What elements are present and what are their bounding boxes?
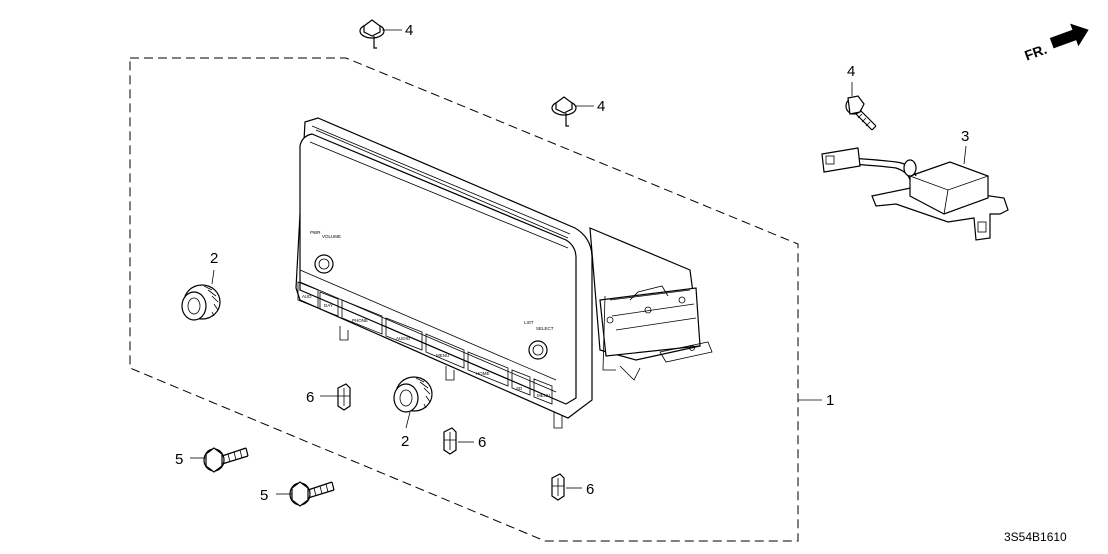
svg-text:AUDIO: AUDIO <box>396 336 411 341</box>
callout-6-clip-c: 6 <box>586 481 594 498</box>
diagram-code: 3S54B1610 <box>1004 530 1067 544</box>
flange-bolt-a[interactable] <box>203 447 249 473</box>
assembly-boundary <box>129 57 799 542</box>
flange-bolt-b[interactable] <box>289 481 335 507</box>
callout-5-bolt-b: 5 <box>260 487 268 504</box>
callout-5-bolt-a: 5 <box>175 451 183 468</box>
clip-a[interactable] <box>337 383 351 411</box>
svg-text:PHONE: PHONE <box>352 318 368 323</box>
svg-text:MENU: MENU <box>537 393 550 398</box>
screw-top[interactable] <box>359 19 385 49</box>
callout-4-bolt-right: 4 <box>847 63 855 80</box>
callout-2-knob-center: 2 <box>401 433 409 450</box>
front-arrow-icon <box>1049 23 1089 49</box>
control-module[interactable] <box>821 147 1009 241</box>
svg-text:SD: SD <box>516 386 523 391</box>
knob-left[interactable] <box>181 284 221 321</box>
clip-b[interactable] <box>443 427 457 455</box>
svg-text:PWR: PWR <box>310 230 321 235</box>
front-direction-indicator: FR. <box>1022 23 1089 64</box>
callout-1: 1 <box>826 392 834 409</box>
svg-text:VOLUME: VOLUME <box>322 234 341 239</box>
clip-c[interactable] <box>551 473 565 501</box>
callout-2-knob-left: 2 <box>210 250 218 267</box>
svg-text:SELECT: SELECT <box>536 326 554 331</box>
leader-lines <box>190 29 967 495</box>
callout-4-screw-mid: 4 <box>597 98 605 115</box>
svg-text:HOME: HOME <box>476 371 490 376</box>
screw-mid[interactable] <box>551 96 577 127</box>
svg-text:MENU: MENU <box>436 353 449 358</box>
callout-3: 3 <box>961 128 969 145</box>
callout-6-clip-a: 6 <box>306 389 314 406</box>
front-label: FR. <box>1022 41 1049 64</box>
svg-text:AUD: AUD <box>302 294 312 299</box>
callout-4-screw-top: 4 <box>405 22 413 39</box>
knob-center[interactable] <box>393 376 433 413</box>
callout-6-clip-b: 6 <box>478 434 486 451</box>
control-panel-unit[interactable]: PWR VOLUME LIST SELECT AUD DAY PHONE AUD… <box>295 117 713 429</box>
svg-text:LIST: LIST <box>524 320 534 325</box>
bolt-right[interactable] <box>845 95 877 131</box>
panel-buttons: AUD DAY PHONE AUDIO MENU HOME SD MENU <box>297 281 553 405</box>
svg-text:DAY: DAY <box>324 303 333 308</box>
